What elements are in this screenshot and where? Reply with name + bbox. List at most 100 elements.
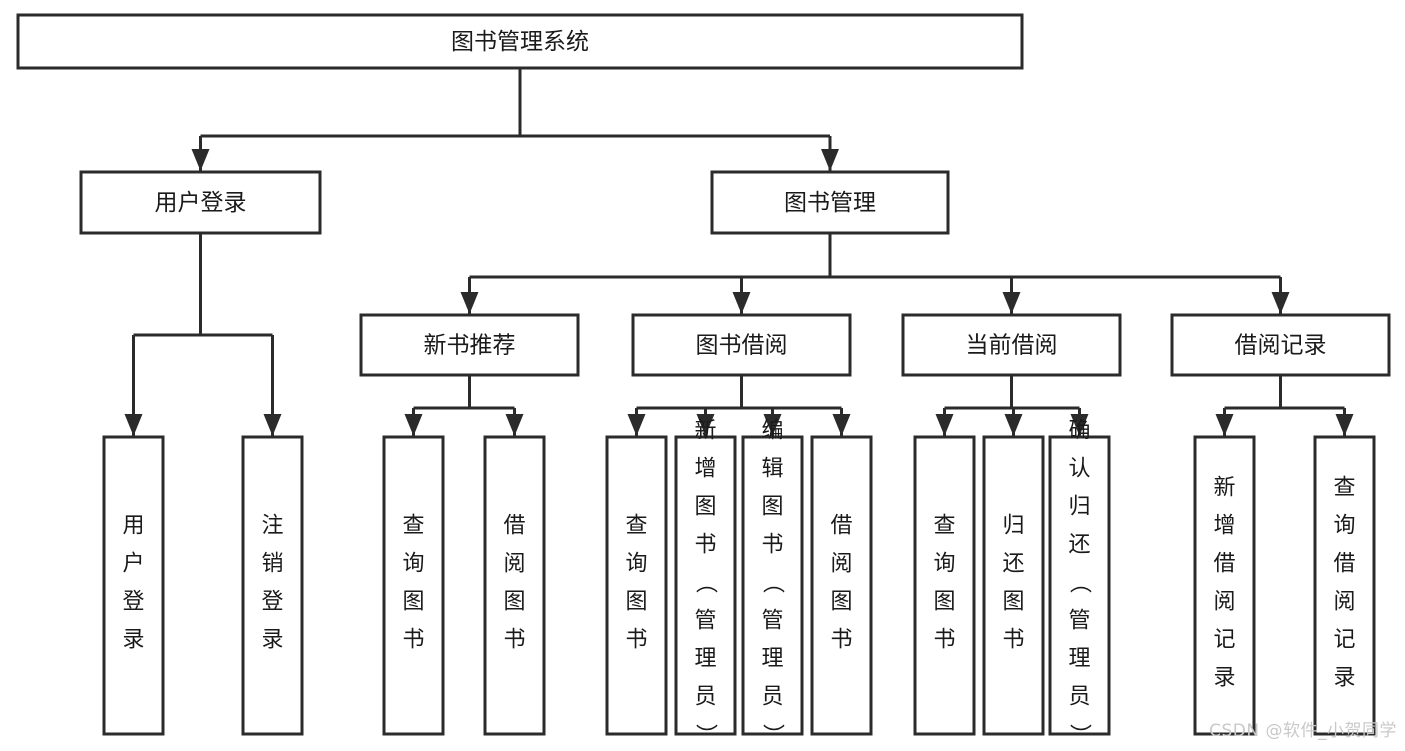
node-box-new-book-recommend bbox=[359, 313, 580, 377]
node-box-leaf-add-record bbox=[1193, 435, 1256, 736]
svg-text:图: 图 bbox=[625, 590, 647, 615]
svg-text:阅: 阅 bbox=[1333, 590, 1355, 615]
svg-text:阅: 阅 bbox=[830, 552, 852, 577]
node-label-root: 图书管理系统 bbox=[451, 29, 589, 55]
svg-text:增: 增 bbox=[694, 457, 716, 482]
svg-text:图: 图 bbox=[402, 590, 424, 615]
svg-text:图: 图 bbox=[694, 495, 716, 520]
node-box-leaf-borrow-book-rec bbox=[483, 435, 546, 736]
svg-text:书: 书 bbox=[830, 628, 852, 653]
arrow-head-icon-user-login bbox=[191, 149, 210, 171]
svg-text:询: 询 bbox=[933, 552, 955, 577]
svg-text:理: 理 bbox=[761, 647, 783, 672]
arrow-head-icon-leaf-user-login bbox=[124, 414, 143, 436]
svg-text:书: 书 bbox=[933, 628, 955, 653]
svg-text:管: 管 bbox=[761, 609, 783, 634]
arrow-head-icon-leaf-add-book bbox=[696, 414, 715, 436]
svg-text:还: 还 bbox=[1002, 552, 1024, 577]
svg-text:查: 查 bbox=[402, 514, 424, 539]
node-current-borrow[interactable]: 当前借阅 bbox=[901, 313, 1122, 377]
svg-text:借: 借 bbox=[1213, 552, 1235, 577]
svg-text:（: （ bbox=[1067, 571, 1092, 593]
node-label-book-borrow: 图书借阅 bbox=[696, 333, 788, 359]
node-box-leaf-borrow-book-bor bbox=[810, 435, 873, 736]
node-user-login[interactable]: 用户登录 bbox=[79, 170, 322, 235]
svg-text:录: 录 bbox=[122, 628, 144, 653]
svg-text:询: 询 bbox=[625, 552, 647, 577]
svg-text:增: 增 bbox=[1213, 514, 1235, 539]
node-leaf-user-login[interactable]: 用户登录 bbox=[102, 435, 165, 736]
svg-text:书: 书 bbox=[503, 628, 525, 653]
arrow-head-icon-leaf-borrow-book-rec bbox=[505, 414, 524, 436]
node-book-borrow[interactable]: 图书借阅 bbox=[631, 313, 852, 377]
svg-text:阅: 阅 bbox=[1213, 590, 1235, 615]
arrow-head-icon-leaf-logout bbox=[263, 414, 282, 436]
svg-text:理: 理 bbox=[1068, 647, 1090, 672]
svg-text:新: 新 bbox=[694, 419, 716, 444]
node-book-manage[interactable]: 图书管理 bbox=[710, 170, 950, 235]
svg-text:编: 编 bbox=[761, 419, 783, 444]
node-box-leaf-query-book-bor bbox=[605, 435, 668, 736]
node-box-root bbox=[16, 13, 1024, 70]
svg-text:阅: 阅 bbox=[503, 552, 525, 577]
svg-text:书: 书 bbox=[625, 628, 647, 653]
svg-text:登: 登 bbox=[261, 590, 283, 615]
node-box-book-manage bbox=[710, 170, 950, 235]
svg-text:图: 图 bbox=[830, 590, 852, 615]
arrow-head-icon-leaf-query-book-cur bbox=[935, 414, 954, 436]
svg-text:询: 询 bbox=[1333, 514, 1355, 539]
svg-text:录: 录 bbox=[1213, 666, 1235, 691]
arrow-head-icon-leaf-borrow-book-bor bbox=[832, 414, 851, 436]
svg-text:查: 查 bbox=[625, 514, 647, 539]
node-label-user-login: 用户登录 bbox=[155, 190, 247, 216]
node-root[interactable]: 图书管理系统 bbox=[16, 13, 1024, 70]
node-borrow-record[interactable]: 借阅记录 bbox=[1170, 313, 1391, 377]
svg-text:新: 新 bbox=[1213, 476, 1235, 501]
arrow-head-icon-leaf-return-book bbox=[1004, 414, 1023, 436]
svg-text:）: ） bbox=[760, 723, 785, 745]
arrow-head-icon-leaf-add-record bbox=[1215, 414, 1234, 436]
svg-text:）: ） bbox=[693, 723, 718, 745]
svg-text:管: 管 bbox=[694, 609, 716, 634]
node-box-leaf-logout bbox=[241, 435, 304, 736]
svg-text:书: 书 bbox=[402, 628, 424, 653]
svg-text:理: 理 bbox=[694, 647, 716, 672]
arrow-head-icon-current-borrow bbox=[1002, 292, 1021, 314]
svg-text:注: 注 bbox=[261, 514, 283, 539]
node-box-leaf-add-book bbox=[674, 435, 737, 736]
svg-text:书: 书 bbox=[761, 533, 783, 558]
node-box-leaf-query-record bbox=[1313, 435, 1376, 736]
node-label-new-book-recommend: 新书推荐 bbox=[424, 333, 516, 359]
svg-text:图: 图 bbox=[933, 590, 955, 615]
svg-text:借: 借 bbox=[830, 514, 852, 539]
node-box-book-borrow bbox=[631, 313, 852, 377]
svg-text:借: 借 bbox=[503, 514, 525, 539]
svg-text:归: 归 bbox=[1002, 514, 1024, 539]
svg-text:（: （ bbox=[760, 571, 785, 593]
node-new-book-recommend[interactable]: 新书推荐 bbox=[359, 313, 580, 377]
arrow-head-icon-book-manage bbox=[821, 149, 839, 171]
svg-text:用: 用 bbox=[122, 514, 144, 539]
svg-text:录: 录 bbox=[1333, 666, 1355, 691]
svg-text:询: 询 bbox=[402, 552, 424, 577]
